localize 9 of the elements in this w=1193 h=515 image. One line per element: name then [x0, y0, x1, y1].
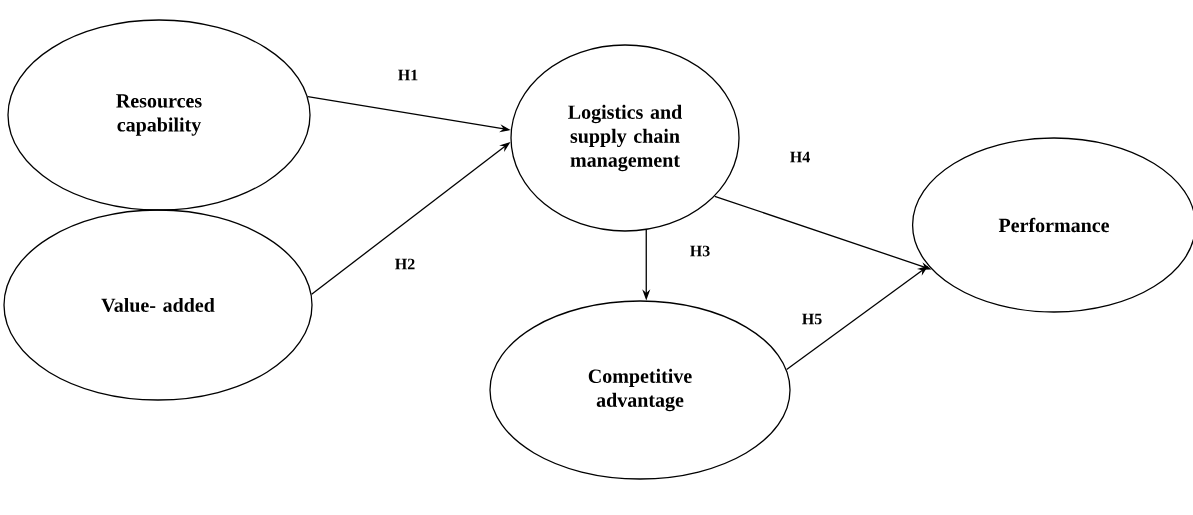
ellipse-node: Resources capability [7, 19, 311, 211]
edge-label: H1 [398, 69, 418, 81]
ellipse-node: Value- added [3, 209, 313, 401]
ellipse-node: Logistics and supply chain management [510, 44, 740, 232]
ellipse-node: Competitive advantage [489, 300, 791, 480]
edge-label: H4 [790, 151, 810, 163]
edge-label: H5 [802, 313, 822, 325]
edge-label: H2 [395, 258, 415, 270]
edge-label: H3 [690, 245, 710, 257]
